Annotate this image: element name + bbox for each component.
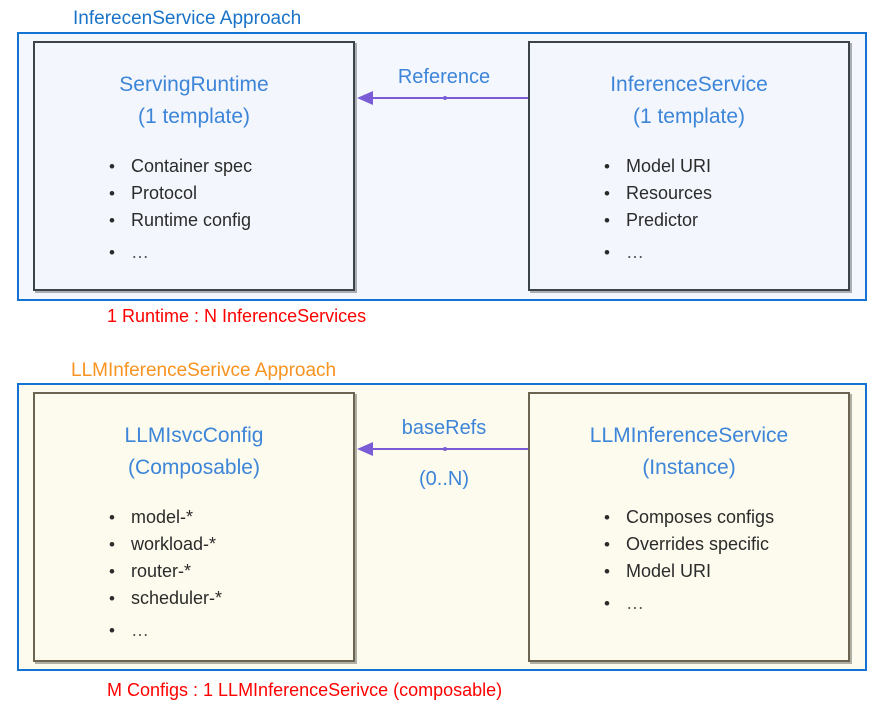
list-item: scheduler-* xyxy=(109,585,353,612)
list-item: … xyxy=(604,585,848,617)
card-subtitle-llm-inference-service: (Instance) xyxy=(642,456,736,479)
list-item: Composes configs xyxy=(604,504,848,531)
bullet-list-llmisvc-config: model-* workload-* router-* scheduler-* … xyxy=(35,484,353,644)
relation-reference: Reference xyxy=(355,64,533,106)
list-item: Model URI xyxy=(604,558,848,585)
relation-label-reference: Reference xyxy=(397,66,491,88)
list-item: Predictor xyxy=(604,207,848,234)
arrow-reference xyxy=(357,91,533,105)
caption-llminferenceservice-ratio: M Configs : 1 LLMInferenceSerivce (compo… xyxy=(107,680,503,700)
list-item: Container spec xyxy=(109,153,353,180)
arrow-baserefs xyxy=(357,442,533,456)
relation-baserefs: baseRefs (0..N) xyxy=(355,415,533,492)
list-item: Model URI xyxy=(604,153,848,180)
list-item: Runtime config xyxy=(109,207,353,234)
section-heading-llminferenceservice: LLMInferenceSerivce Approach xyxy=(71,360,337,381)
card-llmisvc-config: LLMIsvcConfig (Composable) model-* workl… xyxy=(33,392,355,662)
list-item: Resources xyxy=(604,180,848,207)
bullet-list-serving-runtime: Container spec Protocol Runtime config … xyxy=(35,133,353,266)
card-title-inference-service: InferenceService xyxy=(610,73,768,96)
list-item: … xyxy=(604,234,848,266)
list-item: Overrides specific xyxy=(604,531,848,558)
relation-cardinality-baserefs: (0..N) xyxy=(419,468,469,490)
card-subtitle-inference-service: (1 template) xyxy=(632,105,746,128)
section-heading-inferenceservice: InferecenService Approach xyxy=(73,8,302,29)
bullet-list-llm-inference-service: Composes configs Overrides specific Mode… xyxy=(530,484,848,617)
card-title-llm-inference-service: LLMInferenceService xyxy=(589,424,789,447)
card-subtitle-llmisvc-config: (Composable) xyxy=(128,456,260,479)
card-llm-inference-service: LLMInferenceService (Instance) Composes … xyxy=(528,392,850,662)
list-item: … xyxy=(109,234,353,266)
bullet-list-inference-service: Model URI Resources Predictor … xyxy=(530,133,848,266)
list-item: Protocol xyxy=(109,180,353,207)
list-item: … xyxy=(109,612,353,644)
caption-inferenceservice-ratio: 1 Runtime : N InferenceServices xyxy=(107,306,367,326)
card-subtitle-serving-runtime: (1 template) xyxy=(137,105,251,128)
list-item: router-* xyxy=(109,558,353,585)
relation-label-baserefs: baseRefs xyxy=(401,417,487,439)
card-title-serving-runtime: ServingRuntime xyxy=(119,73,269,96)
card-inference-service: InferenceService (1 template) Model URI … xyxy=(528,41,850,291)
list-item: workload-* xyxy=(109,531,353,558)
card-serving-runtime: ServingRuntime (1 template) Container sp… xyxy=(33,41,355,291)
list-item: model-* xyxy=(109,504,353,531)
card-title-llmisvc-config: LLMIsvcConfig xyxy=(124,424,264,447)
